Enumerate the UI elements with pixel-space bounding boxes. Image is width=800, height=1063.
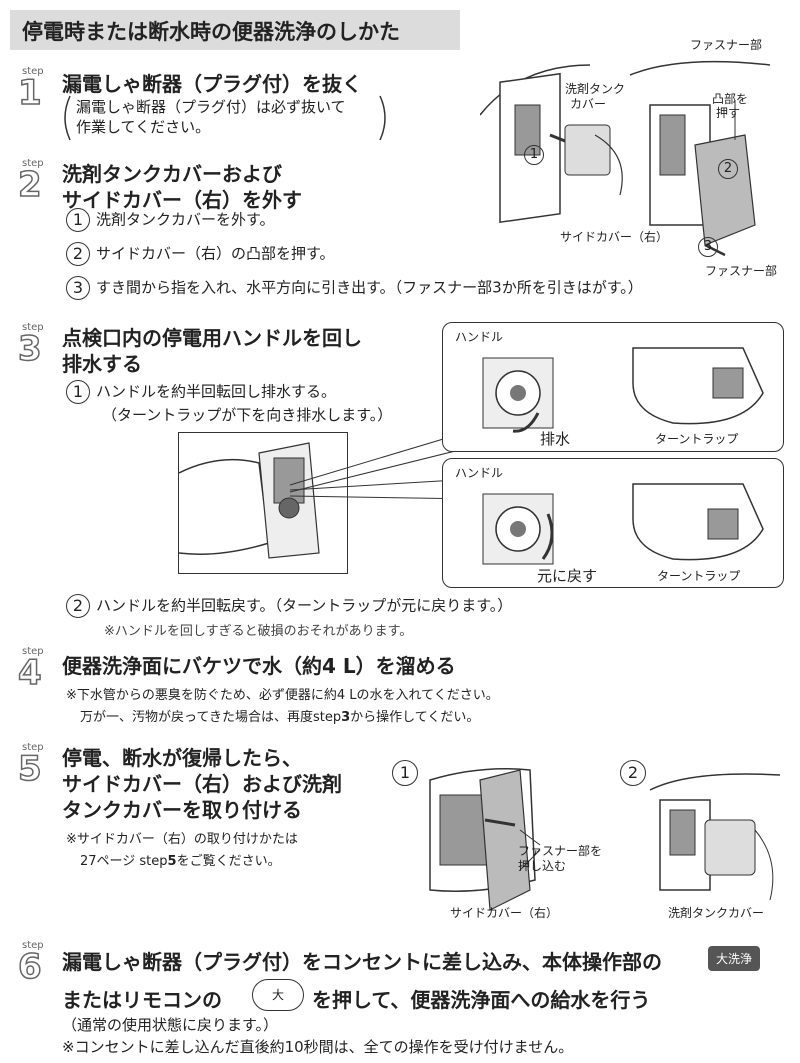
step-6-number: 6 xyxy=(17,947,42,987)
step-2-number: 2 xyxy=(17,165,42,205)
step-2-label: step xyxy=(22,158,44,169)
step-6-note-2: ※コンセントに差し込んだ直後約10秒間は、全ての操作を受け付けません。 xyxy=(62,1038,574,1056)
fig3-turntrap-b: ターントラップ xyxy=(657,569,741,583)
fig3-handle-b: ハンドル xyxy=(455,466,504,480)
step-4-heading: 便器洗浄面にバケツで水（約4 L）を溜める xyxy=(62,654,456,678)
step-6-label: step xyxy=(22,940,44,951)
remote-big-button: 大 xyxy=(252,979,304,1011)
step-5-note-2: 27ページ step5をご覧ください。 xyxy=(80,854,281,869)
title-bar xyxy=(10,10,460,50)
step-6-heading-a: 漏電しゃ断器（プラグ付）をコンセントに差し込み、本体操作部の xyxy=(62,950,662,974)
big-flush-button: 大洗浄 xyxy=(708,946,761,971)
step-5-note-1: ※サイドカバー（右）の取り付けかたは xyxy=(66,832,298,847)
step-4-note-1: ※下水管からの悪臭を防ぐため、必ず便器に約4 Lの水を入れてください。 xyxy=(66,688,499,703)
step-5-illustration-2 xyxy=(649,773,781,901)
step-4-number: 4 xyxy=(17,653,42,693)
step-3-label: step xyxy=(22,322,44,333)
step-1-label: step xyxy=(22,66,44,77)
step-6-note-1: （通常の使用状態に戻ります。） xyxy=(62,1016,279,1034)
page-title: 停電時または断水時の便器洗浄のしかた xyxy=(22,20,400,44)
fig3-drain: 排水 xyxy=(540,430,571,448)
fig5-fastener-1: ファスナー部を xyxy=(518,844,603,858)
step-5-heading-3: タンクカバーを取り付ける xyxy=(62,798,302,822)
fig2-side-cover: サイドカバー（右） xyxy=(560,230,669,244)
step-3-main-figure xyxy=(178,432,348,574)
fig2-circle-3: 3 xyxy=(698,236,724,257)
step-3-item-1-sub: （ターントラップが下を向き排水します。） xyxy=(102,406,393,424)
step-3-warning: ※ハンドルを回しすぎると破損のおそれがあります。 xyxy=(104,624,413,639)
step-2-heading-1: 洗剤タンクカバーおよび xyxy=(62,162,282,186)
fig2-circle-1: 1 xyxy=(524,144,550,165)
fig2-fastener-top: ファスナー部 xyxy=(690,38,763,52)
step-3-heading-1: 点検口内の停電用ハンドルを回し xyxy=(62,326,362,350)
fig2-circle-2: 2 xyxy=(718,158,744,179)
fig2-tank-cover-1: 洗剤タンク xyxy=(565,82,626,96)
fig3-handle-a: ハンドル xyxy=(455,330,504,344)
step-3-heading-2: 排水する xyxy=(62,352,142,376)
fig2-convex-2: 押す xyxy=(716,106,741,120)
step-3-figure-a xyxy=(442,322,784,452)
step-1-note-2: 作業してください。 xyxy=(76,118,211,136)
step-6-heading-c: を押して、便器洗浄面への給水を行う xyxy=(312,988,651,1012)
step-4-label: step xyxy=(22,646,44,657)
step-1-note-1: 漏電しゃ断器（プラグ付）は必ず抜いて xyxy=(76,98,346,116)
step-2-heading-2: サイドカバー（右）を外す xyxy=(62,188,302,212)
step-5-illustration-1 xyxy=(429,768,541,911)
step-5-heading-2: サイドカバー（右）および洗剤 xyxy=(62,772,342,796)
fig3-turntrap-a: ターントラップ xyxy=(655,432,739,446)
step-5-label: step xyxy=(22,742,44,753)
fig2-convex-1: 凸部を xyxy=(712,92,749,106)
fig5-circle-2: 2 xyxy=(620,760,652,786)
fig2-fastener-bottom: ファスナー部 xyxy=(705,264,778,278)
step-4-note-2: 万が一、汚物が戻ってきた場合は、再度step3から操作してくだい。 xyxy=(80,710,480,725)
step-1-heading: 漏電しゃ断器（プラグ付）を抜く xyxy=(62,72,362,96)
step-1-note-bracket xyxy=(64,95,386,141)
fig5-circle-1: 1 xyxy=(392,760,424,786)
fig5-fastener-2: 押し込む xyxy=(518,859,567,873)
step-3-number: 3 xyxy=(17,329,42,369)
fig2-tank-cover-2: カバー xyxy=(570,97,607,111)
fig5-side-cover: サイドカバー（右） xyxy=(450,906,559,920)
step-5-number: 5 xyxy=(17,749,42,789)
step-3-figure-b xyxy=(442,458,784,588)
fig5-tank-cover: 洗剤タンクカバー xyxy=(668,906,765,920)
step-1-number: 1 xyxy=(17,73,42,113)
step-6-heading-b: またはリモコンの xyxy=(62,988,222,1012)
step-5-heading-1: 停電、断水が復帰したら、 xyxy=(62,746,302,770)
fig3-return: 元に戻す xyxy=(537,567,598,585)
